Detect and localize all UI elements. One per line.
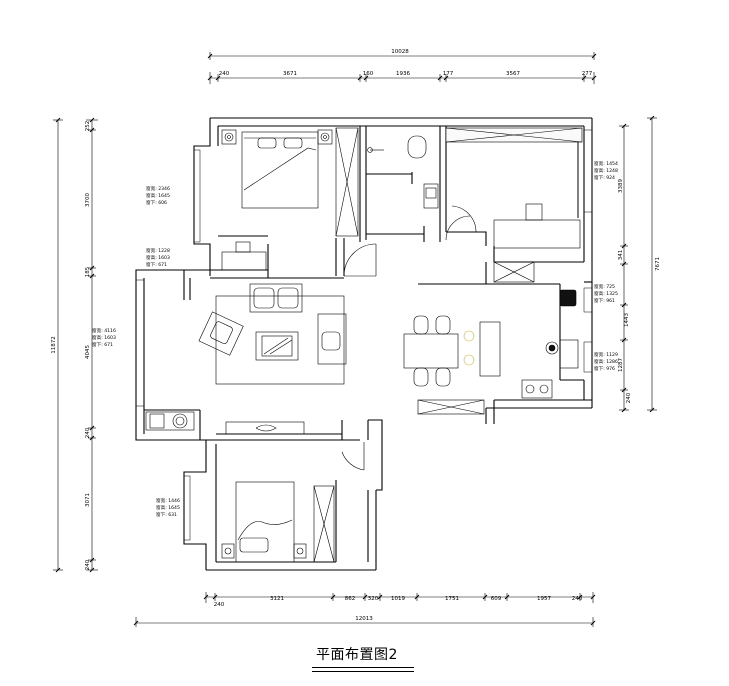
walls: [135, 117, 593, 571]
left-seg-5: 3071: [85, 493, 91, 507]
bottom-seg-7: 1957: [537, 596, 551, 602]
note-line: 窗高: 1603: [146, 254, 170, 261]
bottom-seg-2: 862: [345, 596, 356, 602]
nightstand: [221, 129, 237, 145]
bottom-seg-6: 609: [491, 596, 502, 602]
note-line: 窗下: 671: [146, 261, 167, 268]
bottom-seg-4: 1019: [391, 596, 405, 602]
rug: [215, 295, 345, 385]
note-line: 窗宽: 1129: [594, 351, 618, 358]
dining-table: [403, 333, 459, 369]
window-note-kitchen-lower: 窗宽: 1129 窗高: 1286 窗下: 976: [594, 351, 618, 372]
bottom-seg-5: 1751: [445, 596, 459, 602]
note-line: 窗下: 924: [594, 174, 615, 181]
top-seg-3: 1936: [396, 71, 410, 77]
top-seg-6: 277: [582, 71, 593, 77]
bottom-seg-0: 240: [214, 602, 225, 608]
left-seg-2: 185: [85, 266, 91, 277]
note-line: 窗下: 976: [594, 365, 615, 372]
note-line: 窗高: 1325: [594, 290, 618, 297]
armchair: [317, 313, 347, 365]
note-line: 窗宽: 1446: [156, 497, 180, 504]
wardrobe: [335, 127, 359, 237]
note-line: 窗高: 1645: [146, 192, 170, 199]
bottom-seg-1: 3121: [270, 596, 284, 602]
left-seg-1: 3700: [85, 193, 91, 207]
right-seg-3: 1287: [618, 358, 624, 372]
note-line: 窗下: 961: [594, 297, 615, 304]
window-note-study: 窗宽: 1454 窗高: 1248 窗下: 924: [594, 160, 618, 181]
left-seg-4: 240: [85, 427, 91, 438]
master-bed: [241, 131, 319, 209]
window-note-bedroom2: 窗宽: 1446 窗高: 1645 窗下: 631: [156, 497, 180, 518]
title-underline: [312, 667, 414, 672]
top-seg-1: 3671: [283, 71, 297, 77]
bottom-seg-3: 320: [368, 596, 379, 602]
study-desk: [493, 219, 581, 249]
right-seg-4: 240: [626, 392, 632, 403]
furniture: [145, 127, 583, 563]
right-total: 7671: [655, 257, 661, 271]
lounge-chair: [198, 311, 244, 356]
fridge: [559, 289, 577, 307]
note-line: 窗下: 606: [146, 199, 167, 206]
dimension-labels: 10028 240 3671 160 1936 177 3567 277 240…: [51, 49, 661, 622]
note-line: 窗宽: 1454: [594, 160, 618, 167]
note-line: 窗高: 1248: [594, 167, 618, 174]
island: [479, 321, 501, 377]
right-seg-2: 1443: [624, 313, 630, 327]
note-line: 窗宽: 4116: [92, 327, 116, 334]
left-total: 11872: [51, 336, 57, 354]
bottom-seg-8: 240: [572, 596, 583, 602]
window-note-kitchen-upper: 窗宽: 725 窗高: 1325 窗下: 961: [594, 283, 618, 304]
window-note-living-upper: 窗宽: 1228 窗高: 1603 窗下: 671: [146, 247, 170, 268]
drawing-title: 平面布置图2: [316, 647, 398, 663]
bottom-total: 12013: [355, 616, 373, 622]
windows: [135, 129, 593, 541]
left-seg-3: 4045: [85, 345, 91, 359]
top-total: 10028: [391, 49, 409, 55]
window-note-living-left: 窗宽: 4116 窗高: 1603 窗下: 671: [92, 327, 116, 348]
wardrobe-2: [313, 485, 335, 563]
doors: [341, 205, 477, 471]
toilet: [407, 135, 427, 159]
top-dimension-chain: [207, 52, 597, 84]
left-seg-6: 240: [85, 559, 91, 570]
note-line: 窗下: 671: [92, 341, 113, 348]
note-line: 窗宽: 725: [594, 283, 615, 290]
top-seg-0: 240: [219, 71, 230, 77]
right-seg-1: 341: [618, 250, 624, 261]
note-line: 窗宽: 1228: [146, 247, 170, 254]
top-seg-4: 177: [443, 71, 454, 77]
note-line: 窗高: 1603: [92, 334, 116, 341]
top-seg-5: 3567: [506, 71, 520, 77]
coffee-table: [255, 331, 299, 361]
tv-cabinet: [225, 421, 305, 435]
top-seg-2: 160: [363, 71, 374, 77]
second-bed: [235, 481, 295, 563]
note-line: 窗高: 1286: [594, 358, 618, 365]
note-line: 窗下: 631: [156, 511, 177, 518]
note-line: 窗宽: 2346: [146, 185, 170, 192]
window-notes: 窗宽: 2346 窗高: 1645 窗下: 606 窗宽: 1228 窗高: 1…: [92, 160, 618, 518]
window-note-bedroom1: 窗宽: 2346 窗高: 1645 窗下: 606: [146, 185, 170, 206]
left-dimension-chain: [53, 117, 98, 573]
left-seg-0: 252: [85, 121, 91, 132]
bottom-dimension-chain: [133, 592, 596, 627]
right-dimension-chain: [619, 115, 657, 413]
right-seg-0: 3389: [618, 179, 624, 193]
note-line: 窗高: 1645: [156, 504, 180, 511]
sofa: [249, 283, 303, 313]
